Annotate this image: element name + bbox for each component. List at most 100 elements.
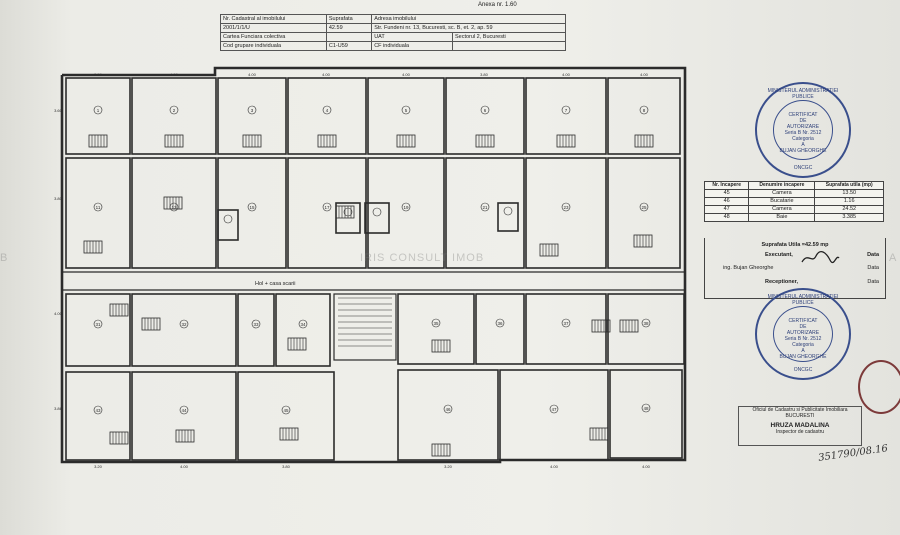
- rooms-col-header: Denumire incapere: [748, 181, 816, 190]
- room-number-marker: [401, 105, 411, 115]
- room-area: 3.385: [814, 213, 884, 222]
- room-number: 3: [251, 108, 254, 113]
- room-outline: [217, 209, 239, 241]
- room-number-marker: [480, 105, 490, 115]
- room-number: 19: [403, 205, 409, 210]
- room-number: 25: [641, 205, 647, 210]
- room-number: 5: [405, 108, 408, 113]
- room-number: 1: [97, 108, 100, 113]
- stamp-line: A: [801, 142, 805, 148]
- room-number: 48: [643, 406, 649, 411]
- room-number: 8: [643, 108, 646, 113]
- room-outline: [65, 77, 131, 155]
- room-area: 24.52: [814, 205, 884, 214]
- rooms-col-header: Suprafata utila (mp): [814, 181, 884, 190]
- outer-wall: [60, 66, 687, 464]
- sheet-number: Anexa nr. 1.60: [478, 2, 517, 8]
- room-outline: [364, 202, 390, 234]
- room-number-marker: [443, 404, 453, 414]
- room-number: 23: [563, 205, 569, 210]
- room-number-marker: [641, 403, 651, 413]
- room-outline: [367, 157, 445, 269]
- data-label: Data: [867, 252, 879, 258]
- table-row: 48 Baie 3.385: [703, 213, 884, 222]
- room-number: 7: [565, 108, 568, 113]
- room-number-marker: [561, 318, 571, 328]
- dimension-label: 4.00: [402, 72, 411, 77]
- room-outline: [287, 77, 367, 155]
- dimension-label: 3.20: [94, 464, 103, 469]
- room-name: Baie: [748, 213, 816, 222]
- room-number-marker: [322, 202, 332, 212]
- room-number-marker: [549, 404, 559, 414]
- room-number-marker: [93, 405, 103, 415]
- stamp-line: DE: [799, 118, 807, 124]
- room-outline: [475, 293, 525, 365]
- dimension-label: 3.20: [444, 464, 453, 469]
- dimension-label: 3.80: [282, 464, 291, 469]
- room-outline: [131, 157, 217, 269]
- authorization-stamp: MINISTERUL ADMINISTRATIEI PUBLICE CERTIF…: [755, 288, 851, 380]
- table-row: 45 Camera 13.50: [703, 189, 884, 198]
- stamp-ring-text: MINISTERUL ADMINISTRATIEI PUBLICE: [767, 88, 839, 100]
- room-outline: [217, 157, 287, 269]
- room-number-marker: [223, 214, 233, 224]
- watermark: IRIS CONSULT IMOB: [360, 252, 485, 264]
- room-number-marker: [343, 207, 353, 217]
- watermark-edge-left: B: [0, 252, 8, 264]
- room-number: 31: [95, 322, 101, 327]
- authorization-stamp: MINISTERUL ADMINISTRATIEI PUBLICE CERTIF…: [755, 82, 851, 178]
- header-cell: C1-U59: [325, 41, 373, 51]
- inspector-role: Inspector de cadastru: [775, 429, 825, 435]
- room-number: 32: [181, 322, 187, 327]
- room-number: 6: [484, 108, 487, 113]
- room-outline: [131, 77, 217, 155]
- room-number-marker: [495, 318, 505, 328]
- dimension-label: 3.86: [54, 406, 63, 411]
- dimension-label: 4.00: [248, 72, 257, 77]
- room-outline: [367, 77, 445, 155]
- stamp-line: DE: [799, 324, 807, 330]
- dimension-label: 4.00: [170, 72, 179, 77]
- room-number-marker: [179, 405, 189, 415]
- room-number-marker: [401, 202, 411, 212]
- dimension-label: 4.00: [180, 464, 189, 469]
- stamp-ring-text: ONCGC: [793, 165, 813, 171]
- room-number-marker: [93, 105, 103, 115]
- dimension-label: 3.80: [54, 196, 63, 201]
- room-outline: [65, 371, 131, 461]
- room-outline: [609, 369, 683, 459]
- signature-icon: [801, 251, 840, 264]
- stamp-line: Categoria: [792, 136, 814, 142]
- room-number-marker: [641, 318, 651, 328]
- room-outline: [65, 293, 131, 367]
- cadastral-header-table: Nr. Cadastral al imobilului Suprafata Ad…: [220, 14, 567, 51]
- stamp-line: Seria B Nr. 2512: [784, 130, 822, 136]
- room-number: 47: [551, 407, 557, 412]
- room-outline: [275, 293, 331, 367]
- stamp-line: CERTIFICAT: [788, 112, 818, 118]
- room-outline: [217, 77, 287, 155]
- room-number: 45: [283, 408, 289, 413]
- room-number: 36: [497, 321, 503, 326]
- room-number-marker: [298, 319, 308, 329]
- table-row: 46 Bucatarie 1.16: [703, 197, 884, 206]
- stamp-line: AUTORIZARE: [786, 330, 820, 336]
- room-name: Camera: [748, 189, 816, 198]
- room-number: 13: [171, 205, 177, 210]
- room-number: 43: [95, 408, 101, 413]
- table-row: 47 Camera 24.52: [703, 205, 884, 214]
- room-outline: [445, 157, 525, 269]
- cadastre-line: Oficiul de Cadastru si Publicitate Imobi…: [752, 407, 848, 413]
- stamp-line: BUJAN GHEORGHE: [779, 354, 827, 360]
- dimension-label: 4.00: [322, 72, 331, 77]
- room-number: 46: [445, 407, 451, 412]
- header-cell: [451, 41, 567, 51]
- total-area: Suprafata Utila =42.59 mp: [761, 242, 829, 248]
- data-label: Data: [867, 279, 879, 285]
- room-number: 44: [181, 408, 187, 413]
- room-outline: [607, 157, 681, 269]
- room-area: 1.16: [814, 197, 884, 206]
